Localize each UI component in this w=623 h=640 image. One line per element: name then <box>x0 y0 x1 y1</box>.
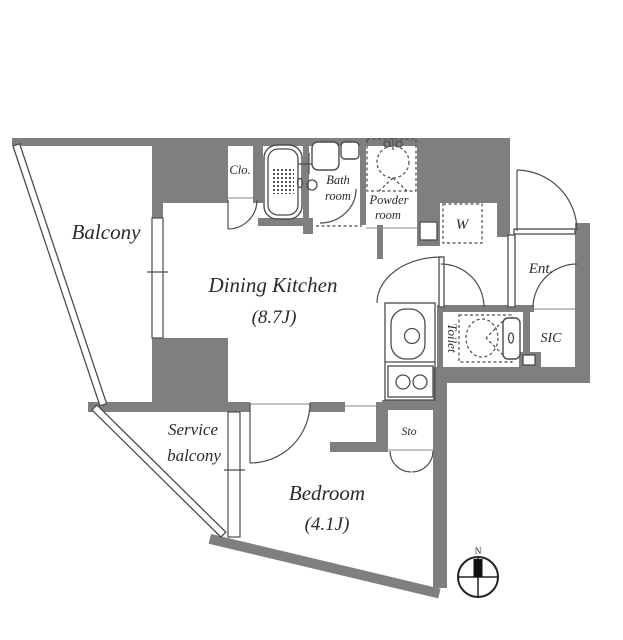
room-label-dining-kitchen: Dining Kitchen <box>208 273 338 297</box>
pipe-space <box>419 221 438 241</box>
room-label-bath-2: room <box>325 189 351 203</box>
kitchen-counter-icon <box>384 302 436 401</box>
hall-door-stub-wall <box>438 256 445 308</box>
entrance-partition-wall <box>507 234 516 308</box>
powder-basin-icon <box>366 138 417 192</box>
sic-door <box>532 263 578 308</box>
bathtub-icon <box>263 144 304 220</box>
compass-north-label: N <box>475 547 482 557</box>
doors <box>227 169 578 473</box>
kitchen-door <box>376 256 442 304</box>
entrance-sill <box>513 228 576 235</box>
room-label-bedroom-size: (4.1J) <box>305 514 350 535</box>
room-label-service-balcony-2: balcony <box>167 446 221 465</box>
room-label-entrance: Ent. <box>528 261 554 277</box>
room-labels: Balcony Clo. Bath room Powder room W Ent… <box>72 163 563 535</box>
room-label-service-balcony-1: Service <box>168 420 218 439</box>
bath-door <box>319 188 357 224</box>
room-label-sic: SIC <box>541 331 563 346</box>
compass-needle <box>473 559 483 577</box>
room-label-bath-1: Bath <box>326 173 350 187</box>
pipe-space-small <box>522 354 536 366</box>
toilet-hall-door <box>440 263 485 308</box>
opening-lines <box>228 197 575 451</box>
room-label-dining-kitchen-size: (8.7J) <box>252 307 297 328</box>
dining-kitchen-window <box>151 217 164 339</box>
storage-folding-door <box>389 450 434 473</box>
room-label-balcony: Balcony <box>72 220 141 244</box>
thin-walls <box>12 142 576 539</box>
room-label-powder-1: Powder <box>369 193 409 207</box>
room-label-washer: W <box>456 217 470 233</box>
service-balcony-diagonal-wall <box>91 404 227 539</box>
room-label-powder-2: room <box>375 208 401 222</box>
windows <box>147 217 245 538</box>
bath-counter-icon <box>311 141 360 171</box>
bedroom-window <box>227 411 241 538</box>
room-label-toilet: Toilet <box>445 323 460 353</box>
bedroom-diagonal-wall <box>208 534 441 599</box>
entrance-door <box>516 169 578 232</box>
toilet-icon <box>458 314 521 363</box>
compass: N <box>457 547 499 598</box>
balcony-diagonal-wall <box>12 142 108 407</box>
bedroom-door <box>249 402 311 464</box>
room-label-storage: Sto <box>401 424 416 438</box>
washing-machine-space <box>442 203 483 244</box>
room-label-closet: Clo. <box>229 163 250 177</box>
closet-door <box>227 199 258 230</box>
room-label-bedroom: Bedroom <box>289 481 365 505</box>
